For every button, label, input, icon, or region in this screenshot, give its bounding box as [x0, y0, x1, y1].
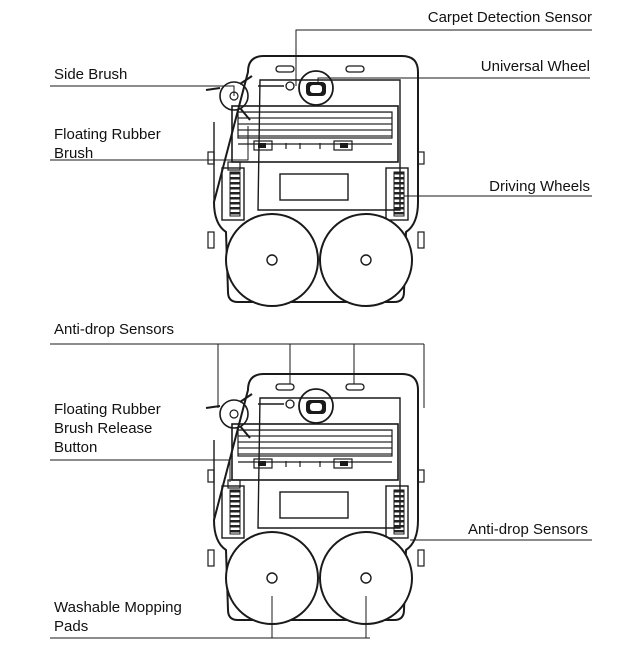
label-release-button-line1: Floating Rubber	[54, 401, 161, 418]
label-release-button-line2: Brush Release	[54, 420, 153, 437]
label-release-button-line3: Button	[54, 439, 98, 456]
label-universal-wheel: Universal Wheel	[480, 58, 590, 75]
label-anti-drop-sensors-top: Anti-drop Sensors	[54, 321, 175, 338]
label-carpet-detection-sensor: Carpet Detection Sensor	[427, 9, 592, 26]
label-washable-mopping-pads-line2: Pads	[54, 618, 89, 635]
label-floating-rubber-brush: Floating Rubber Brush	[54, 125, 161, 163]
label-anti-drop-sensors-right: Anti-drop Sensors	[467, 521, 588, 538]
leader-lines-top	[50, 29, 592, 197]
label-washable-mopping-pads: Washable Mopping Pads	[54, 598, 182, 636]
robot-top-view-1	[205, 55, 425, 307]
leader-lines-bottom	[50, 343, 592, 639]
label-floating-rubber-brush-release-button: Floating Rubber Brush Release Button	[54, 400, 161, 457]
label-side-brush: Side Brush	[54, 66, 128, 83]
label-floating-rubber-brush-line2: Brush	[54, 145, 94, 162]
robot-top-view-2	[205, 373, 425, 625]
label-driving-wheels: Driving Wheels	[489, 178, 590, 195]
label-floating-rubber-brush-line1: Floating Rubber	[54, 126, 161, 143]
label-washable-mopping-pads-line1: Washable Mopping	[54, 599, 182, 616]
